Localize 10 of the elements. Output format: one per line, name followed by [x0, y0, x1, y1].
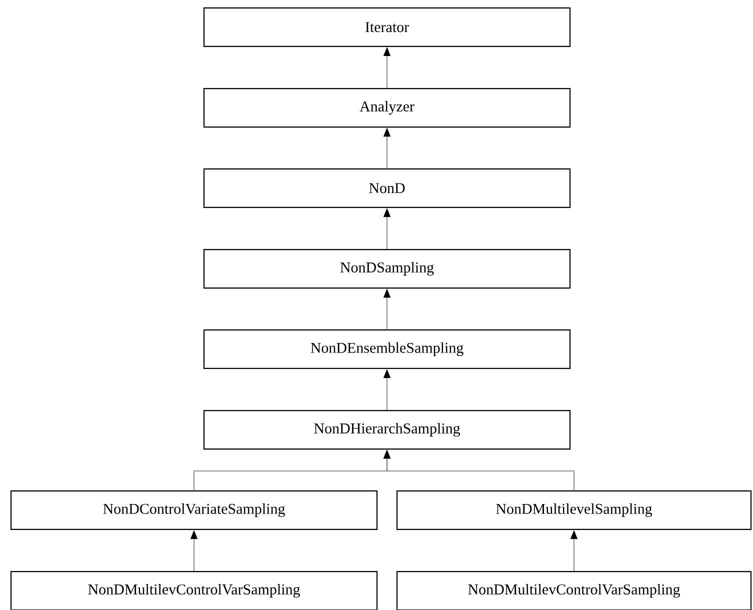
class-box: NonDControlVariateSampling	[10, 490, 378, 530]
class-box: NonD	[203, 168, 571, 208]
class-box: NonDHierarchSampling	[203, 410, 571, 450]
class-box: NonDMultilevelSampling	[396, 490, 752, 530]
class-box: NonDSampling	[203, 248, 571, 289]
class-box: Analyzer	[203, 88, 571, 128]
class-box: NonDMultilevControlVarSampling	[10, 570, 378, 610]
class-box: Iterator	[203, 7, 571, 47]
class-box: NonDMultilevControlVarSampling	[396, 570, 752, 610]
class-box: NonDEnsembleSampling	[203, 329, 571, 369]
